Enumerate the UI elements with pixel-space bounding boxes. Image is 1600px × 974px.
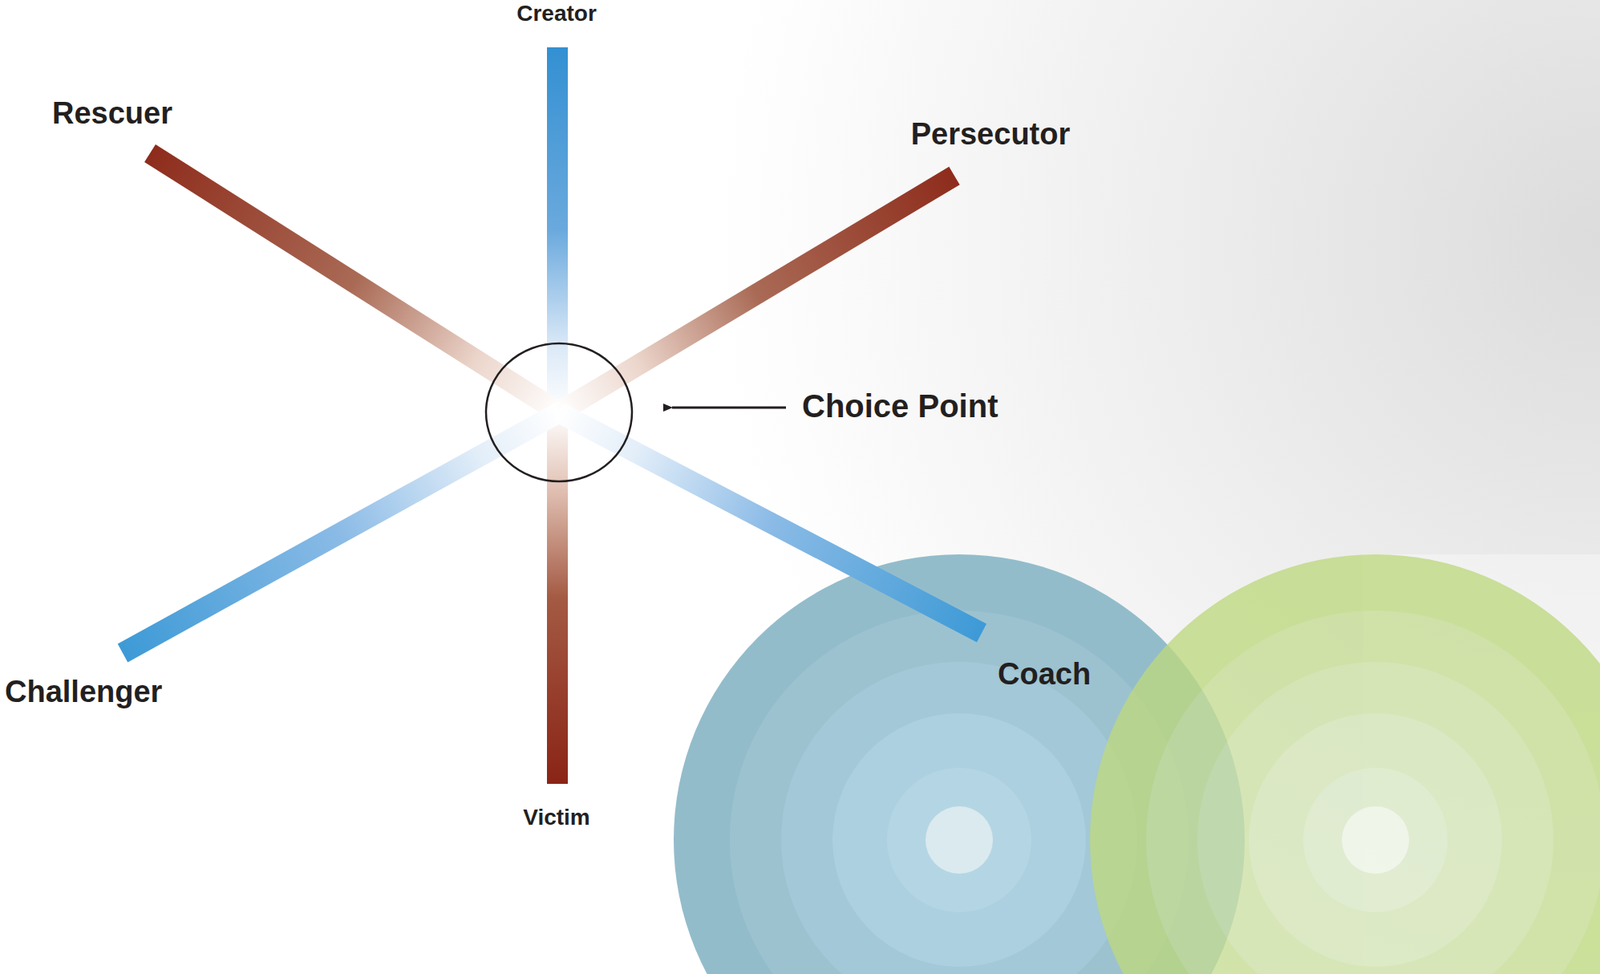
- label-anchor: Rescuer: [52, 97, 173, 131]
- challenger-spoke: [122, 412, 559, 653]
- label-anchor: Persecutor: [911, 117, 1071, 152]
- choice-point-arrow: [672, 406, 786, 410]
- choice-point-circle: [486, 343, 632, 482]
- role-label: Choice Point: [802, 388, 998, 424]
- label-anchor: Choice Point: [802, 388, 998, 424]
- label-anchor: Challenger: [4, 675, 163, 709]
- label-anchor: Creator: [516, 1, 597, 27]
- label-anchor: Coach: [997, 657, 1091, 692]
- role-label: Victim: [522, 805, 591, 831]
- role-label: Rescuer: [52, 97, 173, 131]
- role-label: Coach: [997, 657, 1091, 692]
- persecutor-spoke: [558, 175, 955, 413]
- role-label: Persecutor: [911, 117, 1071, 152]
- role-label: Challenger: [4, 675, 163, 709]
- creator-spoke: [546, 47, 568, 413]
- victim-spoke: [546, 412, 568, 784]
- role-label: Creator: [516, 1, 597, 27]
- green-rings: [1089, 554, 1600, 974]
- label-anchor: Victim: [522, 805, 591, 831]
